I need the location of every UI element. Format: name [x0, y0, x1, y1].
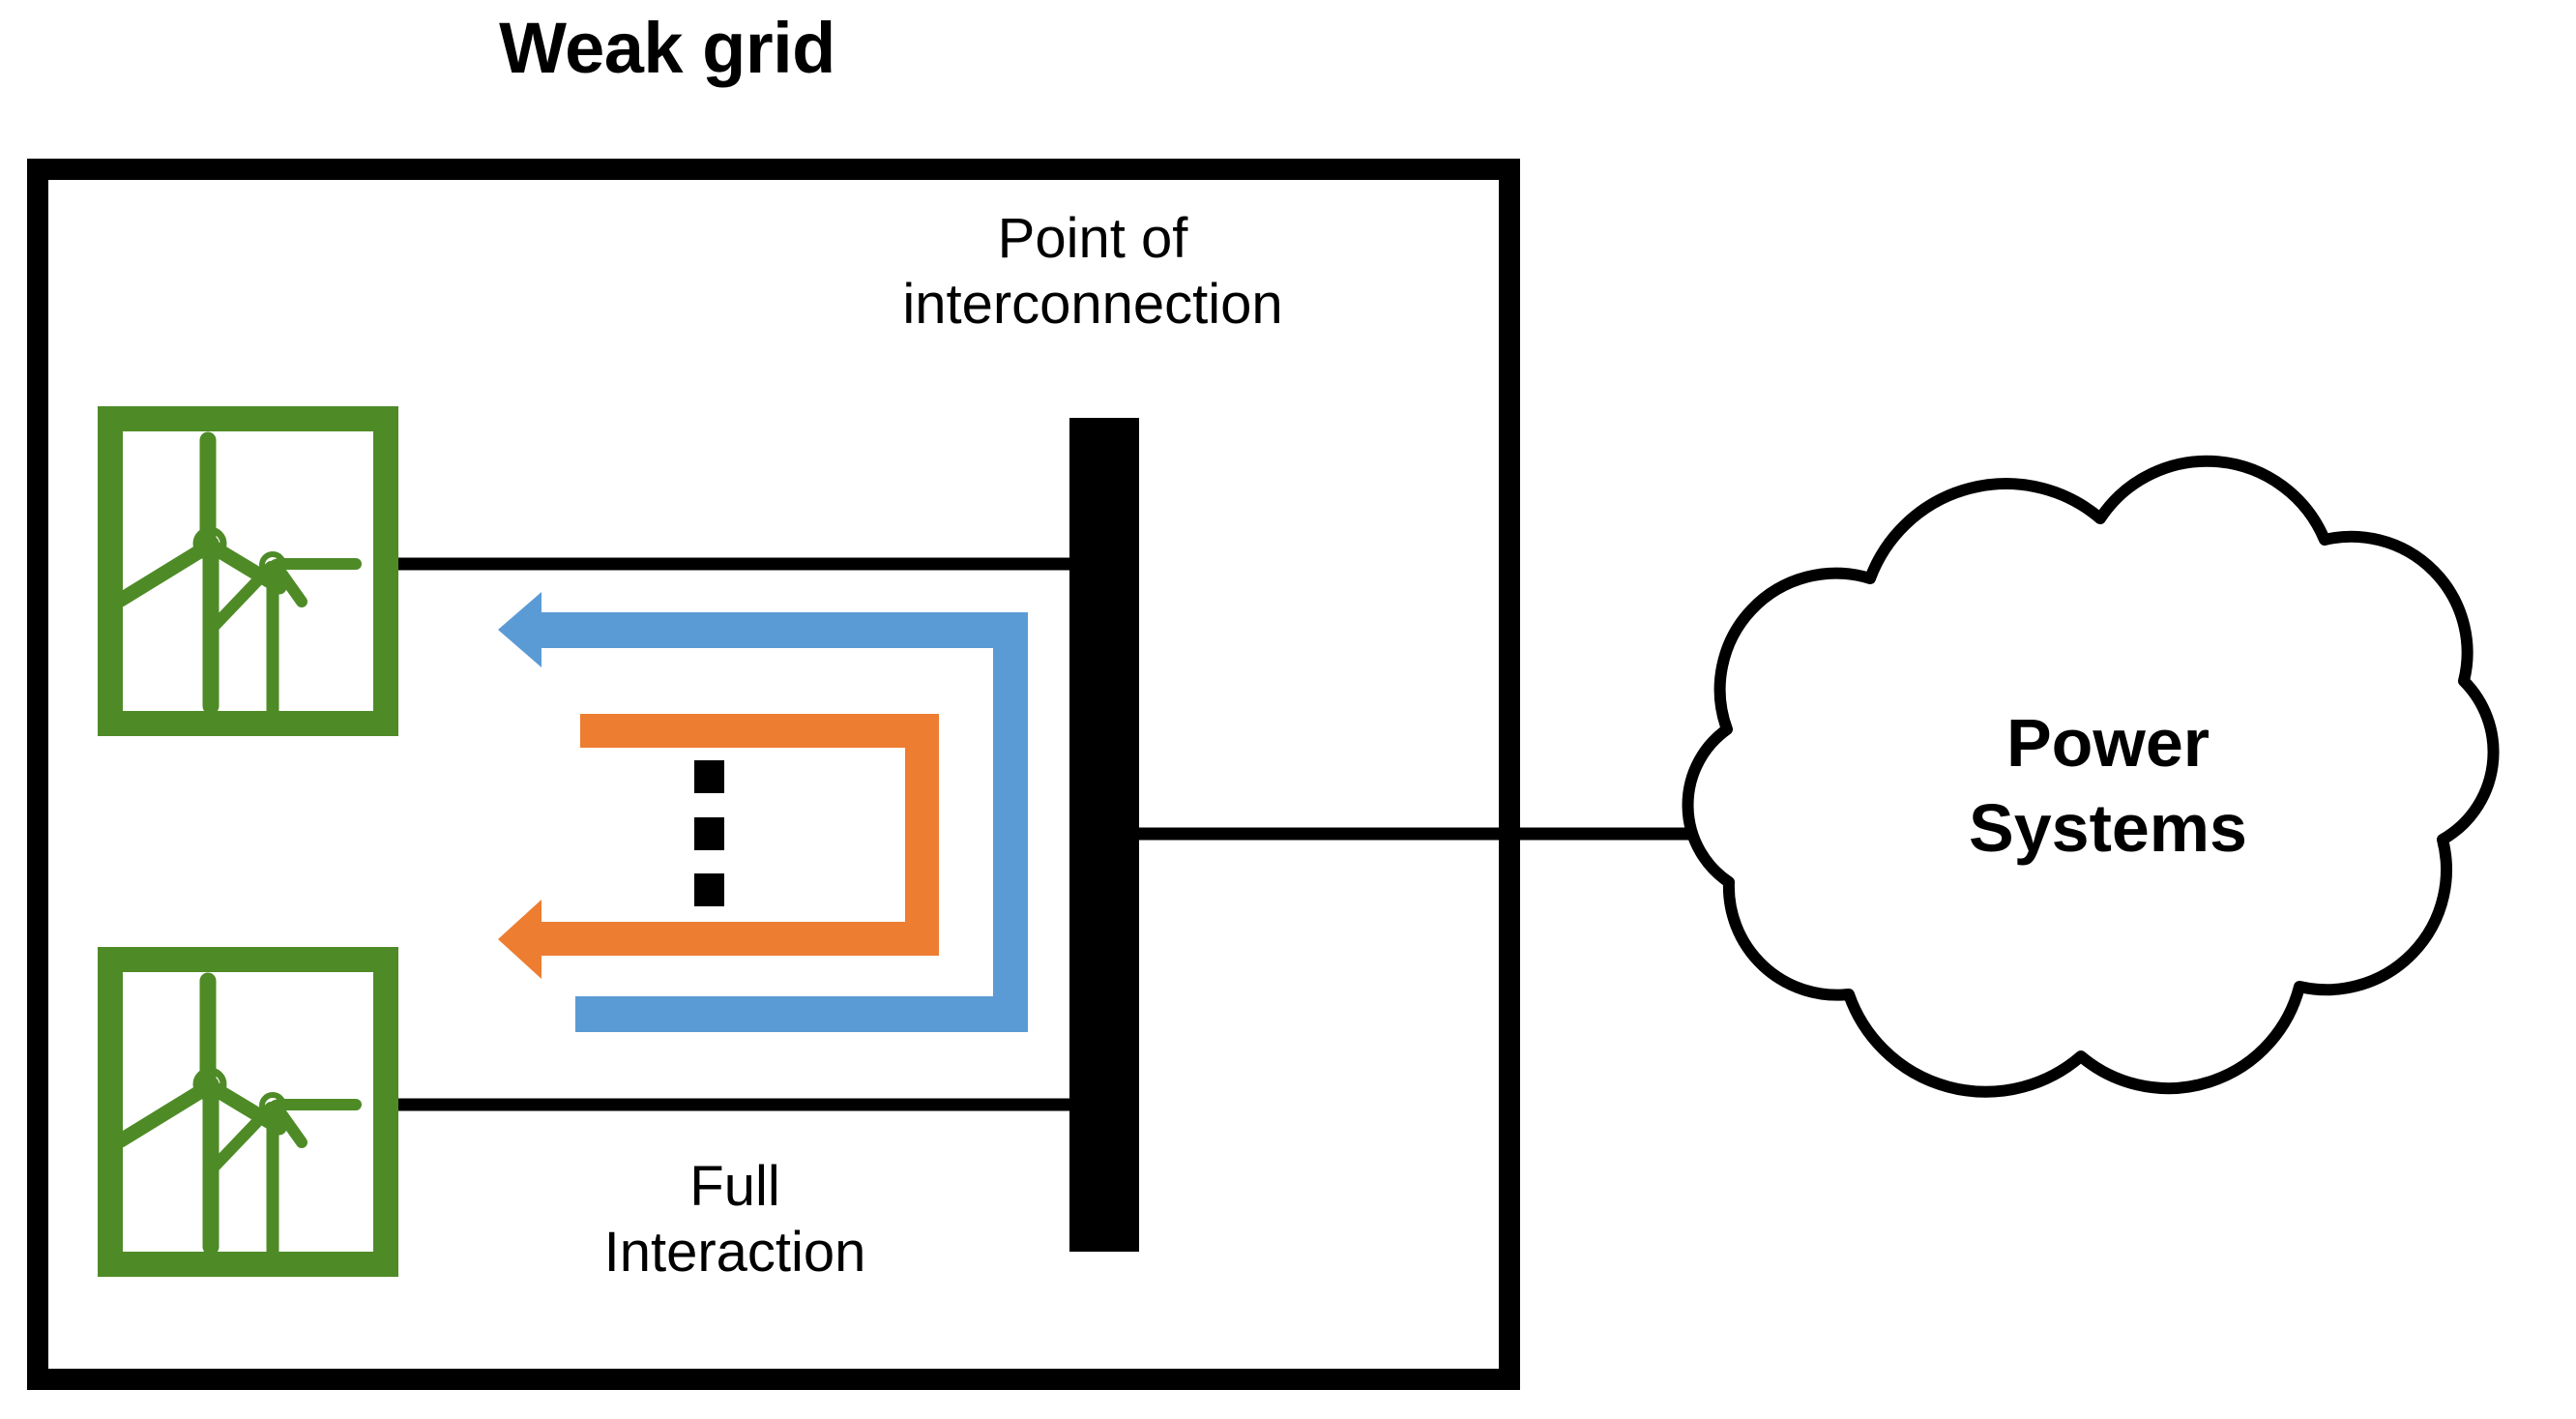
- full-interaction-label: Full Interaction: [603, 1155, 866, 1285]
- wind-turbine-icon: [113, 972, 362, 1258]
- ellipsis-dot: [694, 760, 724, 793]
- ellipsis-dot: [694, 817, 724, 850]
- wind-farm-icon-bottom[interactable]: [98, 947, 398, 1277]
- weak-grid-frame: [27, 159, 1520, 1390]
- point-of-interconnection-label: Point of interconnection: [902, 207, 1283, 337]
- full-interaction-arrow-blue[interactable]: [498, 592, 1028, 1032]
- point-of-interconnection-busbar[interactable]: [1069, 418, 1139, 1252]
- wind-farm-icon-top[interactable]: [98, 406, 398, 736]
- vertical-ellipsis: [694, 760, 724, 906]
- power-systems-label: Power Systems: [1969, 705, 2247, 866]
- page-title: Weak grid: [499, 8, 835, 88]
- power-systems-cloud[interactable]: [1682, 455, 2500, 1098]
- ellipsis-dot: [694, 873, 724, 906]
- full-interaction-arrow-orange[interactable]: [498, 714, 939, 979]
- wind-turbine-icon: [113, 431, 362, 718]
